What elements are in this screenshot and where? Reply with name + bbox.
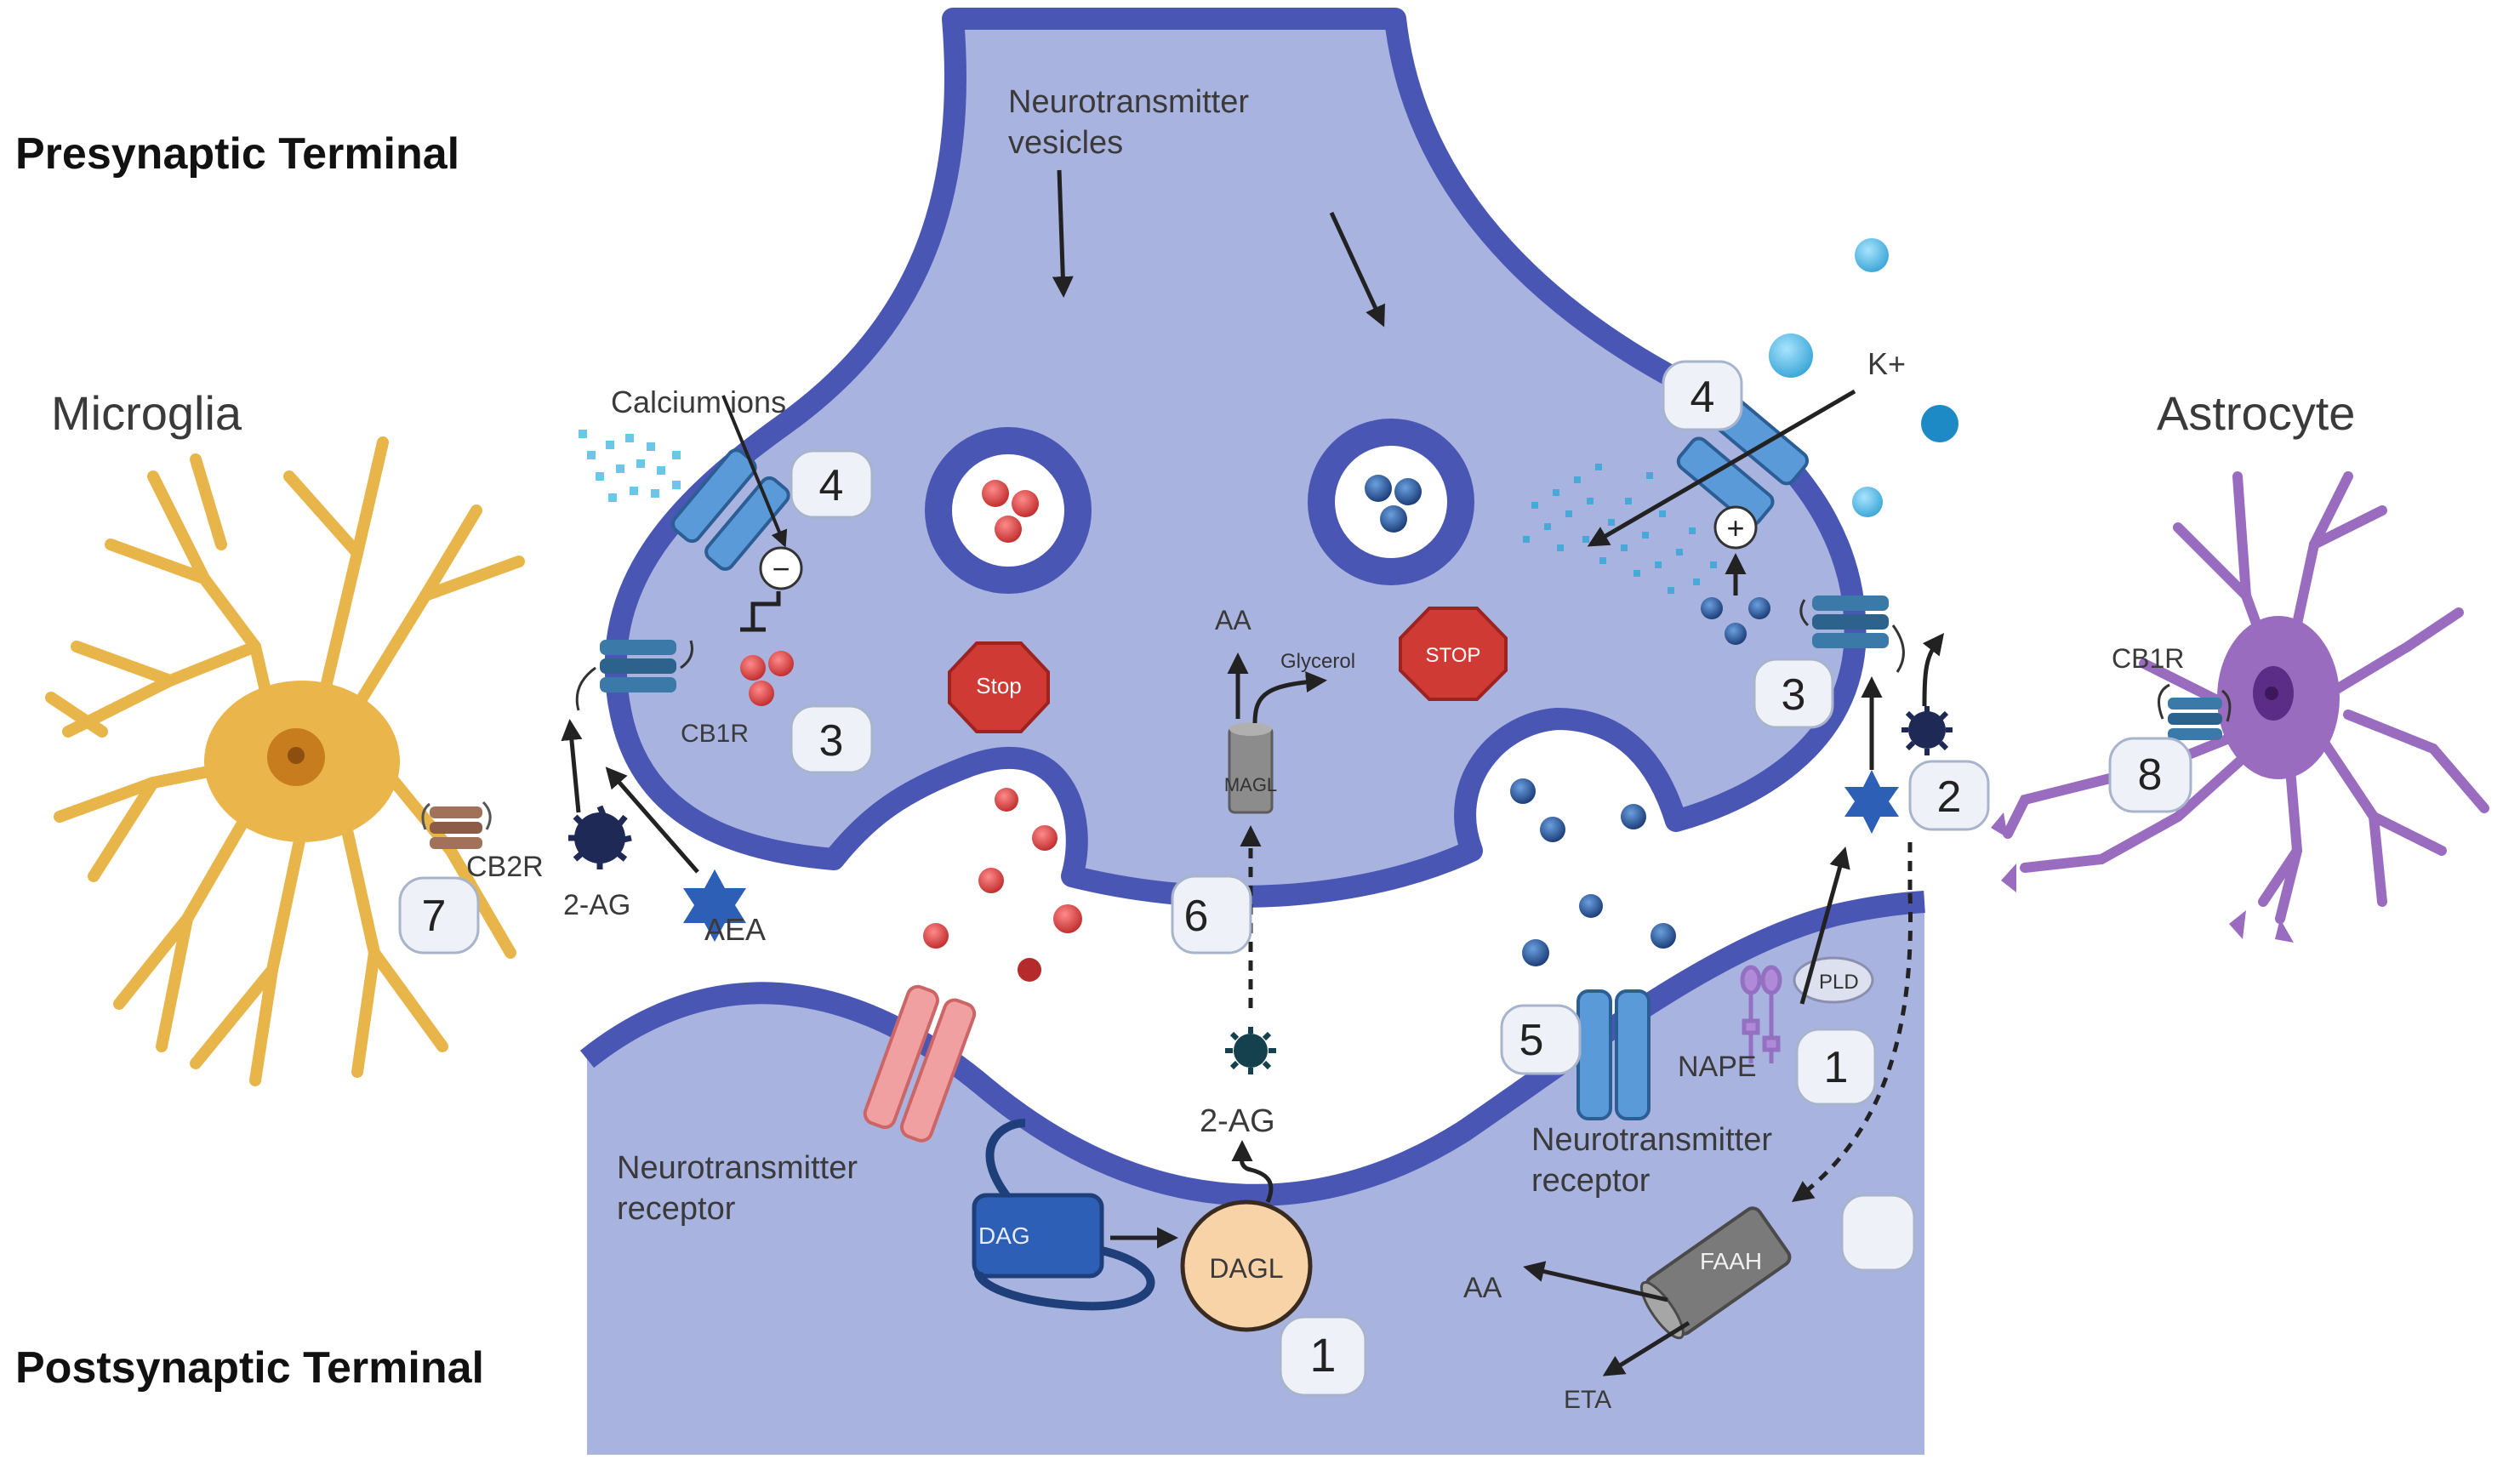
magl-label: MAGL <box>1224 774 1277 795</box>
cb1r-astrocyte <box>2158 683 2232 740</box>
aa-magl-label: AA <box>1215 605 1251 635</box>
svg-text:3: 3 <box>819 716 844 766</box>
cleft-red-neurotransmitters <box>923 788 1082 982</box>
step-badge-6: 6 <box>1171 875 1252 955</box>
aa-faah-label: AA <box>1463 1272 1502 1304</box>
dagl-enzyme <box>1180 1200 1313 1332</box>
nt-receptor-right-line1: Neurotransmitter <box>1531 1122 1772 1158</box>
microglia-cell <box>45 436 525 1086</box>
cb1r-left-label: CB1R <box>681 720 749 748</box>
vesicles-label-line2: vesicles <box>1008 125 1123 161</box>
presynaptic-heading: Presynaptic Terminal <box>15 129 459 179</box>
postsynaptic-heading: Postsynaptic Terminal <box>15 1343 484 1393</box>
svg-text:8: 8 <box>2138 750 2163 800</box>
svg-text:7: 7 <box>422 892 447 941</box>
vesicle-arrow-right <box>1329 211 1385 328</box>
cb2r-receptor <box>421 801 492 849</box>
svg-text:5: 5 <box>1519 1016 1544 1065</box>
svg-text:4: 4 <box>1690 373 1715 422</box>
nt-receptor-right-line2: receptor <box>1531 1163 1651 1199</box>
presynaptic-terminal <box>604 8 1867 908</box>
blue-ligands-right <box>1701 597 1770 645</box>
nape-molecule <box>1740 965 1782 1063</box>
two-ag-molecule-center <box>1225 1027 1276 1074</box>
potassium-arrow <box>1587 389 1856 547</box>
step-badge-3-cb1r-left: 3 <box>790 704 874 774</box>
step-badge-8: 8 <box>2108 737 2192 813</box>
inhibition-bar <box>740 591 781 632</box>
cb1r-ligands-red <box>740 651 794 706</box>
svg-text:4: 4 <box>819 461 844 510</box>
eta-label: ETA <box>1564 1386 1611 1414</box>
svg-text:−: − <box>772 551 790 586</box>
pld-label: PLD <box>1819 971 1859 994</box>
aea-label: AEA <box>704 912 766 947</box>
step-badge-4-calcium: 4 <box>790 449 874 519</box>
postsynaptic-terminal <box>579 891 1925 1455</box>
stop-sign-left: Stop <box>948 641 1050 733</box>
two-ag-center-label: 2-AG <box>1200 1103 1275 1139</box>
svg-text:1: 1 <box>1309 1328 1336 1382</box>
calcium-ions-label: Calcium ions <box>611 385 786 419</box>
cb1r-left <box>575 640 693 711</box>
plus-badge <box>1713 505 1758 550</box>
stop-sign-right: STOP <box>1399 607 1508 701</box>
calcium-ions <box>579 430 681 502</box>
dag-label: DAG <box>978 1222 1030 1249</box>
step-badge-5: 5 <box>1500 1004 1582 1075</box>
cb1r-right <box>1799 596 1905 673</box>
pld-enzyme <box>1793 956 1874 1004</box>
step-badge-7: 7 <box>398 876 480 955</box>
vesicles-label-line1: Neurotransmitter <box>1008 84 1249 120</box>
cb2r-label: CB2R <box>466 851 544 883</box>
step-badge-blank-faah <box>1840 1194 1916 1272</box>
aea-to-faah-arrow <box>1791 892 1913 1202</box>
potassium-ions <box>1769 238 1958 517</box>
faah-label: FAAH <box>1700 1248 1762 1274</box>
svg-text:+: + <box>1726 510 1744 545</box>
nt-receptor-left-line1: Neurotransmitter <box>617 1150 858 1186</box>
aea-molecule-right <box>1844 770 1899 834</box>
dag-molecule <box>972 1119 1155 1311</box>
svg-text:3: 3 <box>1782 670 1806 720</box>
svg-text:Stop: Stop <box>976 673 1022 698</box>
glycerol-label: Glycerol <box>1280 650 1355 673</box>
k-plus-label: K+ <box>1867 346 1906 381</box>
dagl-label: DAGL <box>1209 1253 1283 1284</box>
step-badge-4-potassium: 4 <box>1662 360 1743 431</box>
nape-label: NAPE <box>1678 1051 1757 1083</box>
nt-receptor-left-line2: receptor <box>617 1191 736 1227</box>
step-badge-3-cb1r-right: 3 <box>1753 658 1834 729</box>
faah-enzyme <box>1639 1206 1792 1340</box>
svg-text:6: 6 <box>1184 892 1209 941</box>
minus-badge <box>759 546 803 590</box>
nt-receptor-left <box>863 984 977 1143</box>
astrocyte-label: Astrocyte <box>2157 386 2355 440</box>
svg-text:1: 1 <box>1824 1043 1849 1092</box>
cb1r-astrocyte-label: CB1R <box>2112 643 2184 674</box>
microglia-label: Microglia <box>51 386 242 440</box>
magl-enzyme <box>1228 722 1274 814</box>
two-ag-molecule-right <box>1901 706 1953 755</box>
step-badge-2: 2 <box>1908 760 1990 831</box>
vesicle-blue <box>1308 419 1474 585</box>
step-badge-1-nape: 1 <box>1795 1028 1877 1106</box>
svg-text:2: 2 <box>1937 772 1962 822</box>
nt-receptor-right <box>1576 989 1651 1120</box>
step-badge-1-dagl: 1 <box>1279 1315 1367 1397</box>
cleft-blue-neurotransmitters <box>1510 778 1676 966</box>
potassium-spray <box>1523 464 1717 594</box>
vesicle-red <box>925 427 1092 594</box>
two-ag-molecule-left <box>568 805 632 869</box>
vesicle-arrow-left <box>1052 169 1074 298</box>
two-ag-left-label: 2-AG <box>563 889 630 921</box>
svg-text:STOP: STOP <box>1426 644 1481 667</box>
aea-molecule <box>683 869 746 942</box>
